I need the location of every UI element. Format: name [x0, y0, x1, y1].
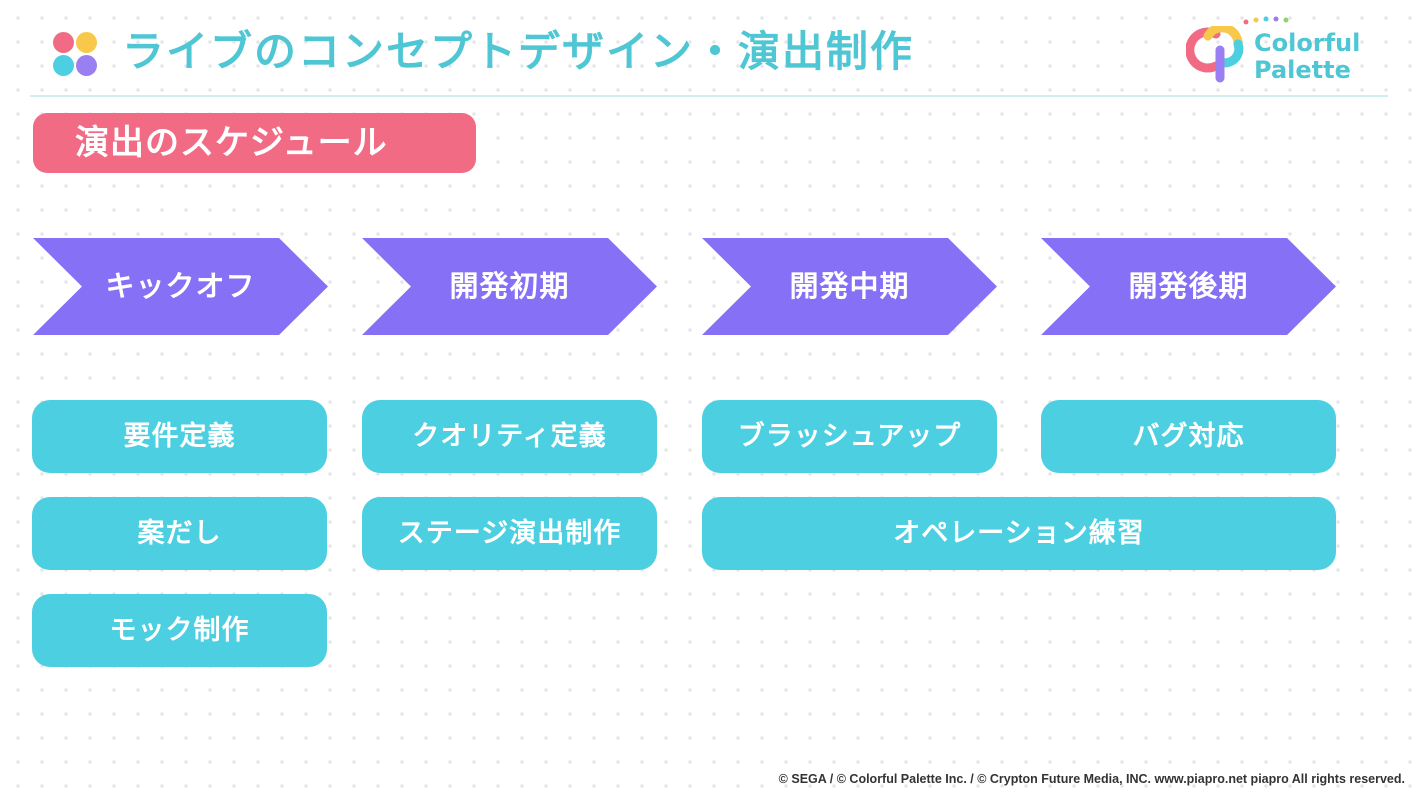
task-mockup: モック制作 [32, 594, 327, 667]
logo-text: Colorful Palette [1254, 29, 1361, 84]
task-operation-practice: オペレーション練習 [702, 497, 1336, 570]
phase-label: キックオフ [105, 269, 256, 303]
phase-mid: 開発中期 [702, 238, 997, 335]
phase-early: 開発初期 [362, 238, 657, 335]
task-label: オペレーション練習 [893, 518, 1145, 549]
phase-label: 開発初期 [449, 269, 570, 303]
task-brush-up: ブラッシュアップ [702, 400, 997, 473]
section-label-text: 演出のスケジュール [75, 123, 388, 163]
phase-label: 開発後期 [1128, 269, 1249, 303]
task-ideas: 案だし [32, 497, 327, 570]
phase-late: 開発後期 [1041, 238, 1336, 335]
task-label: モック制作 [109, 615, 250, 646]
task-label: 要件定義 [123, 421, 236, 452]
task-quality-definition: クオリティ定義 [362, 400, 657, 473]
logo-mark-icon [1186, 26, 1244, 83]
task-label: ブラッシュアップ [737, 421, 962, 452]
task-label: クオリティ定義 [412, 421, 607, 452]
task-label: 案だし [137, 518, 222, 549]
section-label: 演出のスケジュール [33, 113, 476, 173]
task-label: ステージ演出制作 [397, 518, 622, 549]
phase-kickoff: キックオフ [33, 238, 328, 335]
page-title: ライブのコンセプトデザイン・演出制作 [122, 27, 915, 76]
colorful-palette-logo: Colorful Palette [1186, 16, 1376, 84]
task-stage-direction: ステージ演出制作 [362, 497, 657, 570]
logo-dots-icon [1243, 16, 1289, 25]
task-label: バグ対応 [1132, 421, 1245, 452]
phase-label: 開発中期 [789, 269, 910, 303]
copyright-footer: © SEGA / © Colorful Palette Inc. / © Cry… [778, 772, 1405, 786]
four-circles-icon [53, 32, 97, 76]
header-divider [30, 95, 1388, 97]
task-requirements: 要件定義 [32, 400, 327, 473]
task-bug-fix: バグ対応 [1041, 400, 1336, 473]
